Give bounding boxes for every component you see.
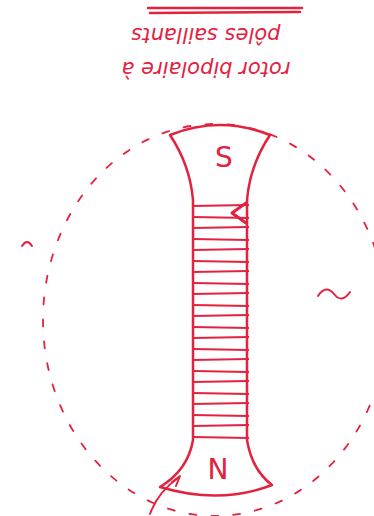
winding-turn (192, 261, 249, 262)
winding-turn (192, 337, 249, 338)
pole-name: S (215, 144, 233, 172)
winding-turn (192, 381, 249, 382)
winding-turn (192, 249, 249, 250)
winding-turn (192, 293, 249, 294)
winding-turn (192, 359, 249, 360)
leader-arrow (172, 476, 180, 486)
winding-turn (192, 327, 249, 328)
winding-turn (192, 393, 249, 394)
winding-turn (192, 403, 249, 404)
winding-turn (192, 425, 249, 426)
underline (148, 7, 302, 10)
underline (150, 12, 300, 13)
winding-turn (192, 415, 249, 416)
winding-turn (192, 205, 249, 206)
winding-turn (192, 283, 249, 284)
rotation-circle (43, 124, 374, 516)
pole-name: N (208, 456, 229, 484)
winding-turn (192, 271, 249, 272)
winding-turn (192, 349, 249, 350)
wave-mark (22, 242, 32, 246)
winding-turn (192, 315, 249, 316)
winding-turn (192, 305, 249, 306)
rotor-poles (160, 125, 272, 496)
wave-mark (318, 289, 350, 298)
rotor-caption: rotor bipolaire à pôles saillants (111, 18, 301, 85)
winding-turn (192, 371, 249, 372)
winding-turn (192, 227, 249, 228)
coil-winding (192, 205, 249, 438)
winding-turn (192, 239, 249, 240)
winding-turn (192, 437, 249, 438)
winding-turn (192, 217, 249, 218)
leader-line (150, 478, 178, 514)
